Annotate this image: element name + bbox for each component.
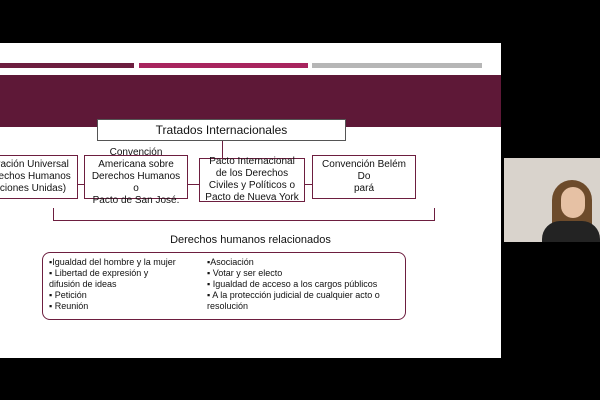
accent-bar-gray <box>312 63 482 68</box>
title-band <box>0 75 501 127</box>
right-item: ▪ Igualdad de acceso a los cargos públic… <box>207 279 378 289</box>
right-item: ▪ A la protección judicial de cualquier … <box>207 290 380 311</box>
right-item: ▪ Petición <box>49 290 87 300</box>
convention-pacto-nueva-york: Pacto Internacional de los Derechos Civi… <box>199 156 305 203</box>
rights-heading: Derechos humanos relacionados <box>170 234 331 246</box>
treaties-title: Tratados Internacionales <box>97 119 346 141</box>
right-item: ▪ Votar y ser electo <box>207 268 283 278</box>
right-item: ▪Igualdad del hombre y la mujer <box>49 257 176 267</box>
accent-bar-magenta <box>139 63 308 68</box>
right-item: ▪ Libertad de expresión y difusión de id… <box>49 268 149 289</box>
right-item: ▪ Reunión <box>49 301 89 311</box>
accent-bar-dark <box>0 63 134 68</box>
presenter-face <box>561 187 585 218</box>
convention-universal-declaration: ración Universal rechos Humanos ciones U… <box>0 155 78 199</box>
convention-pacto-san-jose: Convención Americana sobre Derechos Huma… <box>84 147 188 206</box>
bracket-right <box>434 208 435 220</box>
right-item: ▪Asociación <box>207 257 254 267</box>
convention-belem-do-para: Convención Belém Do pará <box>312 155 416 199</box>
bracket-bottom <box>53 220 435 221</box>
participant-video-tile[interactable] <box>504 158 600 242</box>
presentation-slide: Tratados Internacionales ración Universa… <box>0 43 501 358</box>
bracket-left <box>53 208 54 220</box>
rights-left-column: ▪Igualdad del hombre y la mujer ▪ Libert… <box>49 257 176 312</box>
rights-list-box: ▪Igualdad del hombre y la mujer ▪ Libert… <box>42 252 406 320</box>
rights-right-column: ▪Asociación ▪ Votar y ser electo ▪ Igual… <box>207 257 380 312</box>
presenter-body <box>542 221 600 242</box>
